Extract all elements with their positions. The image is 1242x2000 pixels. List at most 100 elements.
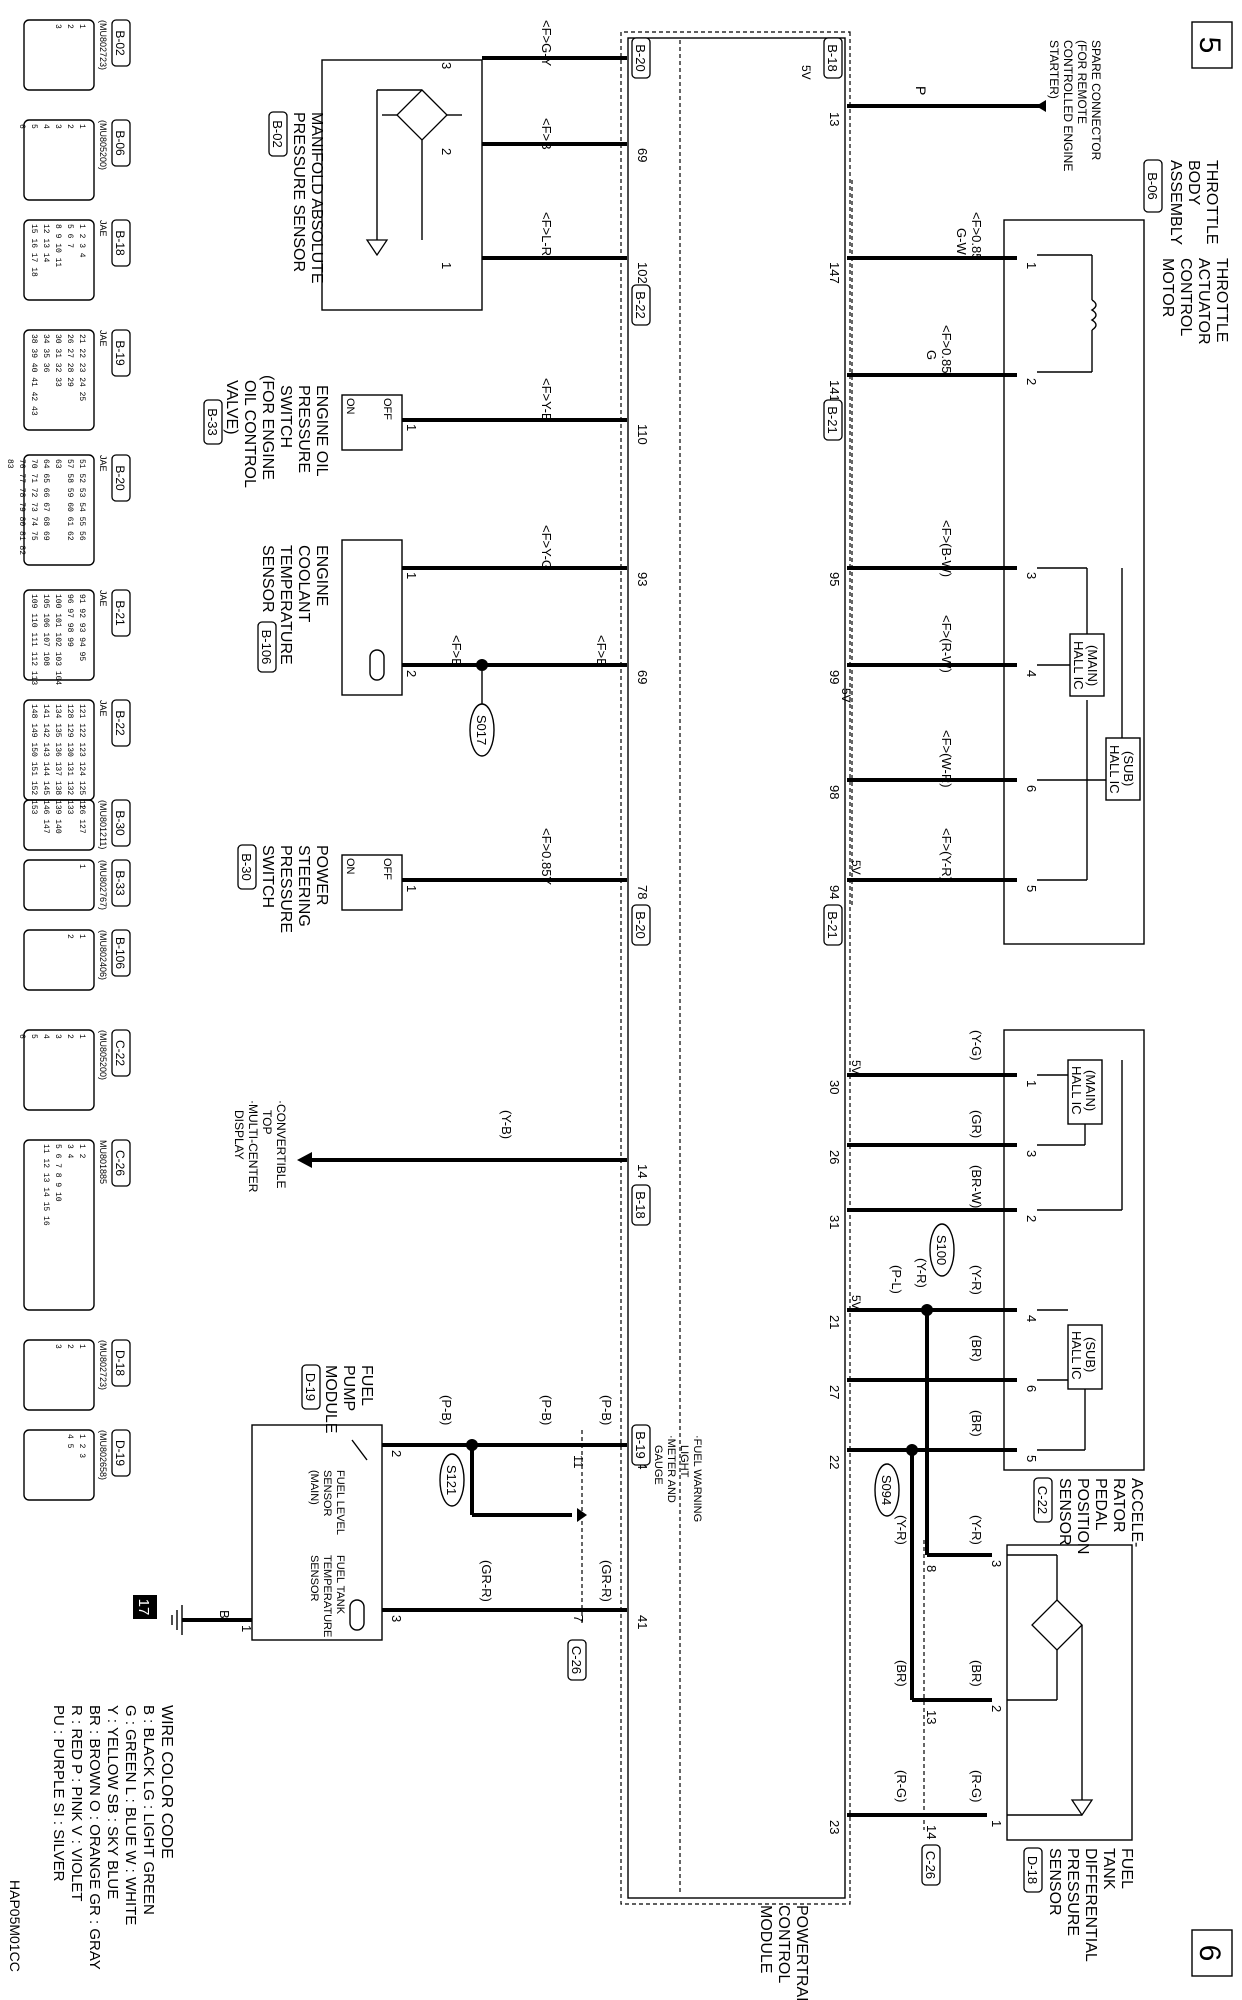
connector-face-body: [23, 119, 95, 201]
app-wires: (Y-G) (GR) (BR-W) (Y-R) (P-L) (BR) (BR) …: [827, 1030, 1017, 1702]
connector-face-part: JAE: [98, 455, 108, 472]
fuel-level-label-1: FUEL LEVEL: [334, 1470, 346, 1535]
connector-face-part: (MU801211): [98, 800, 108, 849]
connector-face-pins: 38 39 40 41 42 43: [29, 334, 38, 416]
w141-color-b: G: [924, 350, 939, 360]
connector-face-body: [23, 219, 95, 301]
hall-sub-app-label-1: (SUB): [1083, 1337, 1098, 1372]
splice-s017: S017: [469, 671, 495, 757]
upper-wires: <F>0.85 G-W <F>0.85 G <F>(B-W) <F>(R-W) …: [823, 37, 1017, 946]
fuel-temp-label-2: TEMPERATURE: [321, 1555, 333, 1637]
pin-102: 102: [635, 262, 650, 284]
connector-face-tag: [111, 329, 131, 377]
w69b-color-lower: <F>B: [449, 635, 464, 667]
ground-pin-1: 1: [239, 1625, 254, 1632]
connector-face-pins: 3: [53, 124, 62, 129]
pin-27: 27: [827, 1385, 842, 1399]
ftdp-mid-14: 14: [924, 1825, 939, 1839]
page-marker-right: 6: [1191, 1929, 1233, 1977]
tb-pin-5: 5: [1024, 885, 1039, 892]
connector-face-pins: 1: [77, 1344, 86, 1349]
thermistor-icon: [369, 649, 385, 681]
connector-face-pins: 141 142 143 144 145 146 147: [41, 704, 50, 834]
connector-face-pins: 3: [53, 1034, 62, 1039]
connector-face-pins: 2: [65, 1344, 74, 1349]
fp-pin-3: 3: [389, 1615, 404, 1622]
connector-face-pins: 1: [77, 864, 86, 869]
ect-label-4: SENSOR: [259, 545, 276, 613]
fuel-temp-label-1: FUEL TANK: [334, 1555, 346, 1615]
pin-31: 31: [827, 1215, 842, 1229]
splice-s121: S121: [439, 1453, 465, 1507]
connector-face-id: D-19: [113, 1440, 127, 1466]
app-label-3: PEDAL: [1092, 1478, 1109, 1531]
pin-22: 22: [827, 1455, 842, 1469]
connector-face-tag: [111, 19, 131, 67]
w21-color: (Y-R): [969, 1265, 984, 1295]
connector-face-tag: [111, 929, 131, 977]
w13-color: P: [913, 86, 929, 95]
w93-color: <F>Y-G: [539, 525, 554, 570]
connector-face-pins: 128 129 130 131 132 133: [65, 704, 74, 815]
connector-face-pins: 5 6 7: [65, 224, 74, 248]
conn-ref-b18-bottom: B-18: [633, 1191, 648, 1218]
fuel-pump-module: 24 41 11 7 C-26 B-19 (P-B) (P-B) (P-B) (…: [251, 1364, 703, 1681]
fuel-warning-label-1: ·FUEL WARNING: [691, 1435, 703, 1522]
throttle-motor-label-4: MOTOR: [1159, 258, 1176, 317]
w99-color: <F>(R-W): [939, 615, 954, 673]
connector-face-pins: 51 52 53 54 55 56: [77, 459, 86, 541]
page-marker-left-text: 5: [1193, 37, 1226, 54]
connector-face-id: B-106: [113, 937, 127, 969]
connector-face-part: (MU802658): [98, 1430, 108, 1480]
s017-label: S017: [474, 715, 489, 745]
connector-face-tag: [111, 119, 131, 167]
map-pin-1: 1: [439, 262, 454, 269]
pin-98: 98: [827, 785, 842, 799]
fp-label-3: MODULE: [322, 1365, 339, 1433]
color-code-title: WIRE COLOR CODE: [158, 1705, 175, 1859]
connector-face-tag: [111, 1339, 131, 1387]
throttle-motor-label-1: THROTTLE: [1213, 258, 1230, 342]
connector-face-pins: 8 9 10 11: [53, 224, 62, 267]
connector-face-part: MU801885: [98, 1140, 108, 1184]
connector-face-pins: 1 2: [77, 1144, 86, 1159]
connector-face-body: [23, 929, 95, 991]
connector-face-part: (MU805200): [98, 120, 108, 170]
convertible-arrow-icon: [297, 1152, 312, 1168]
w98-color: <F>(W-R): [939, 730, 954, 788]
connector-face-pins: 3: [53, 24, 62, 29]
fp-connector: D-19: [303, 1373, 318, 1401]
ps-label-3: PRESSURE: [277, 845, 294, 933]
ftdp1-color-2: (R-G): [894, 1770, 909, 1803]
connector-face-body: [23, 589, 95, 681]
connector-face-part: (MU802723): [98, 1340, 108, 1390]
map-pin-3: 3: [439, 62, 454, 69]
ftdp-sensor: FUEL TANK DIFFERENTIAL PRESSURE SENSOR D…: [827, 1515, 1135, 1962]
bridge-icon: [396, 89, 448, 141]
connector-face-pins: 5 6 7 8 9 10: [53, 1144, 62, 1202]
connector-face-pins: 134 135 136 137 138 139 140: [53, 704, 62, 834]
w147-color: <F>0.85: [969, 212, 984, 260]
spare-connector-label-4: STARTER): [1047, 40, 1061, 99]
pcm-box: POWERTRAIN CONTROL MODULE: [620, 31, 851, 2000]
w95-color: <F>(B-W): [939, 520, 954, 577]
pcm-label-1: POWERTRAIN: [793, 1905, 810, 2000]
connector-face-pins: 83: [5, 459, 14, 469]
map-label-2: PRESSURE SENSOR: [290, 112, 307, 272]
ps-sw-off: OFF: [381, 858, 393, 880]
connector-face-id: C-26: [113, 1150, 127, 1176]
connector-face-id: B-19: [113, 340, 127, 366]
fp-mid-11: 11: [571, 1455, 586, 1469]
throttle-body-label-1: THROTTLE: [1203, 160, 1220, 244]
color-code-line-4: BR : BROWN O : ORANGE GR : GRAY: [86, 1705, 103, 1970]
pin-21: 21: [827, 1315, 842, 1329]
oil-sw-on: ON: [344, 398, 356, 415]
connector-face-id: B-33: [113, 870, 127, 896]
connector-face-pins: 96 97 98 99: [65, 594, 74, 647]
connector-face-part: JAE: [98, 590, 108, 607]
ftdp-label-5: SENSOR: [1046, 1848, 1063, 1916]
